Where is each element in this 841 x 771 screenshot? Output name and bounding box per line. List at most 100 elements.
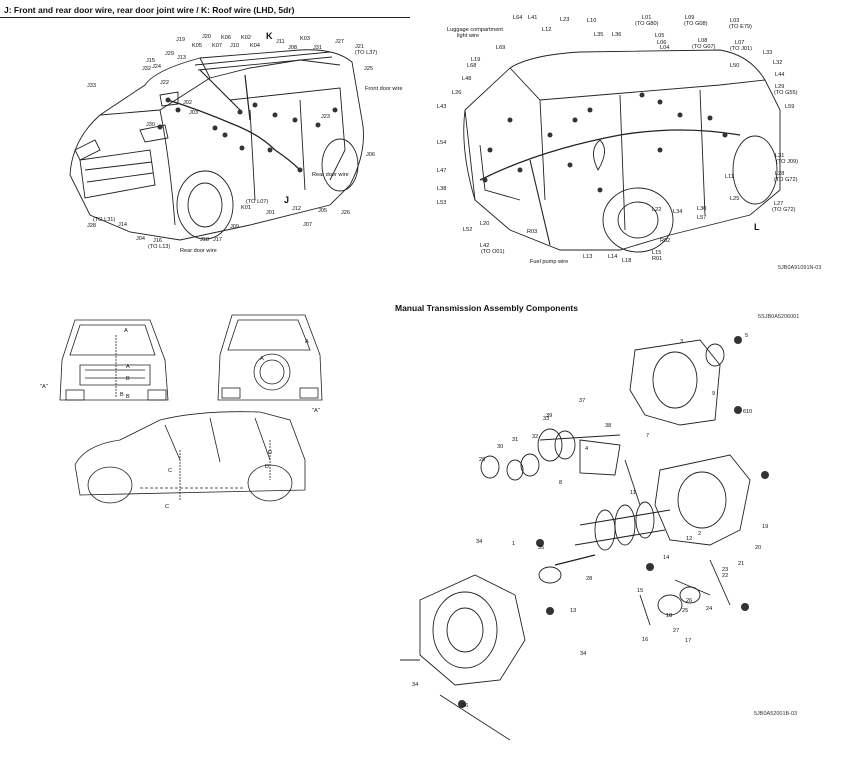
luggage-label: L30 (697, 206, 706, 212)
luggage-label: (TO G07) (692, 44, 716, 50)
luggage-label: (TO G08) (684, 21, 708, 27)
luggage-label: (TO G72) (772, 207, 796, 213)
luggage-label: L53 (437, 200, 446, 206)
body-label: D (265, 464, 269, 470)
wire-label: K02 (241, 35, 251, 41)
wire-label: J30 (146, 122, 155, 128)
luggage-label: L47 (437, 168, 446, 174)
wire-label: J13 (177, 55, 186, 61)
luggage-label: L09 (685, 15, 694, 21)
luggage-label: L68 (467, 63, 476, 69)
wire-label: Front door wire (365, 86, 403, 92)
luggage-label: L01 (642, 15, 651, 21)
part-label: 12 (686, 536, 692, 542)
part-label: 16 (642, 637, 648, 643)
luggage-label: L59 (785, 104, 794, 110)
part-label: 20 (755, 545, 761, 551)
luggage-label: L18 (622, 258, 631, 264)
luggage-label: L34 (673, 209, 682, 215)
luggage-label: L57 (697, 215, 706, 221)
part-label: 38 (605, 423, 611, 429)
transmission-code-top: 5SJB0A5206001 (758, 314, 800, 320)
luggage-label: L04 (660, 45, 669, 51)
part-label: 33 (543, 416, 549, 422)
wire-label: J27 (335, 39, 344, 45)
wire-label: K05 (192, 43, 202, 49)
luggage-label: (TO G80) (635, 21, 659, 27)
wire-label: J10 (230, 43, 239, 49)
part-label: 15 (637, 588, 643, 594)
luggage-label: L69 (496, 45, 505, 51)
wire-label: J16 (153, 238, 162, 244)
part-label: 35 (538, 545, 544, 551)
part-label: 34 (580, 651, 586, 657)
part-label: 5 (745, 333, 748, 339)
luggage-label: R01 (652, 256, 662, 262)
part-label: 34 (476, 539, 482, 545)
wire-label: J21 (355, 44, 364, 50)
part-label: 29 (479, 457, 485, 463)
door-wire-marker: J (284, 195, 289, 205)
wire-label: J31 (313, 45, 322, 51)
body-label: B (126, 394, 130, 400)
roof-wire-marker: K (266, 31, 273, 41)
part-label: 2 (698, 531, 701, 537)
part-label: 7 (646, 433, 649, 439)
luggage-label: Luggage compartment (447, 27, 503, 33)
part-label: 31 (512, 437, 518, 443)
wiring-panel-title: J: Front and rear door wire, rear door j… (4, 5, 295, 15)
wire-label: J28 (87, 223, 96, 229)
luggage-label: L44 (775, 72, 784, 78)
body-label: "A" (312, 408, 320, 414)
wire-label: (TO L07) (246, 199, 268, 205)
body-label: C (168, 468, 172, 474)
wire-label: J18 (200, 237, 209, 243)
body-label: C (165, 504, 169, 510)
luggage-label: L32 (773, 60, 782, 66)
part-label: 25 (682, 608, 688, 614)
part-label: 30 (497, 444, 503, 450)
luggage-label: L52 (463, 227, 472, 233)
part-label: 1 (512, 541, 515, 547)
luggage-label: L31 (775, 153, 784, 159)
wire-label: (TO L37) (355, 50, 377, 56)
luggage-label: L64 (513, 15, 522, 21)
body-label: B (120, 392, 124, 398)
luggage-label: L11 (725, 174, 734, 180)
wire-label: J11 (276, 39, 285, 45)
luggage-label: L54 (437, 140, 446, 146)
part-label: 11 (630, 490, 636, 496)
part-label: 19 (762, 524, 768, 530)
wire-label: K04 (250, 43, 260, 49)
luggage-label: L15 (652, 250, 661, 256)
luggage-label: L42 (480, 243, 489, 249)
luggage-label: L12 (542, 27, 551, 33)
luggage-label: L27 (774, 201, 783, 207)
wire-label: J24 (152, 64, 161, 70)
wire-label: J07 (303, 222, 312, 228)
luggage-label: L14 (608, 254, 617, 260)
body-label: A (260, 356, 264, 362)
luggage-label: L22 (652, 207, 661, 213)
wire-label: J29 (165, 51, 174, 57)
part-label: 24 (706, 606, 712, 612)
door-roof-wire-panel: J: Front and rear door wire, rear door j… (0, 0, 420, 280)
part-label: 36 (462, 703, 468, 709)
body-label: B (126, 376, 130, 382)
wire-label: Rear door wire (312, 172, 349, 178)
luggage-label: L19 (471, 57, 480, 63)
wire-label: J09 (230, 224, 239, 230)
wire-label: J20 (202, 34, 211, 40)
wire-label: K03 (300, 36, 310, 42)
wire-label: J01 (266, 210, 275, 216)
part-label: 17 (685, 638, 691, 644)
part-label: 18 (666, 613, 672, 619)
part-label: 26 (686, 598, 692, 604)
